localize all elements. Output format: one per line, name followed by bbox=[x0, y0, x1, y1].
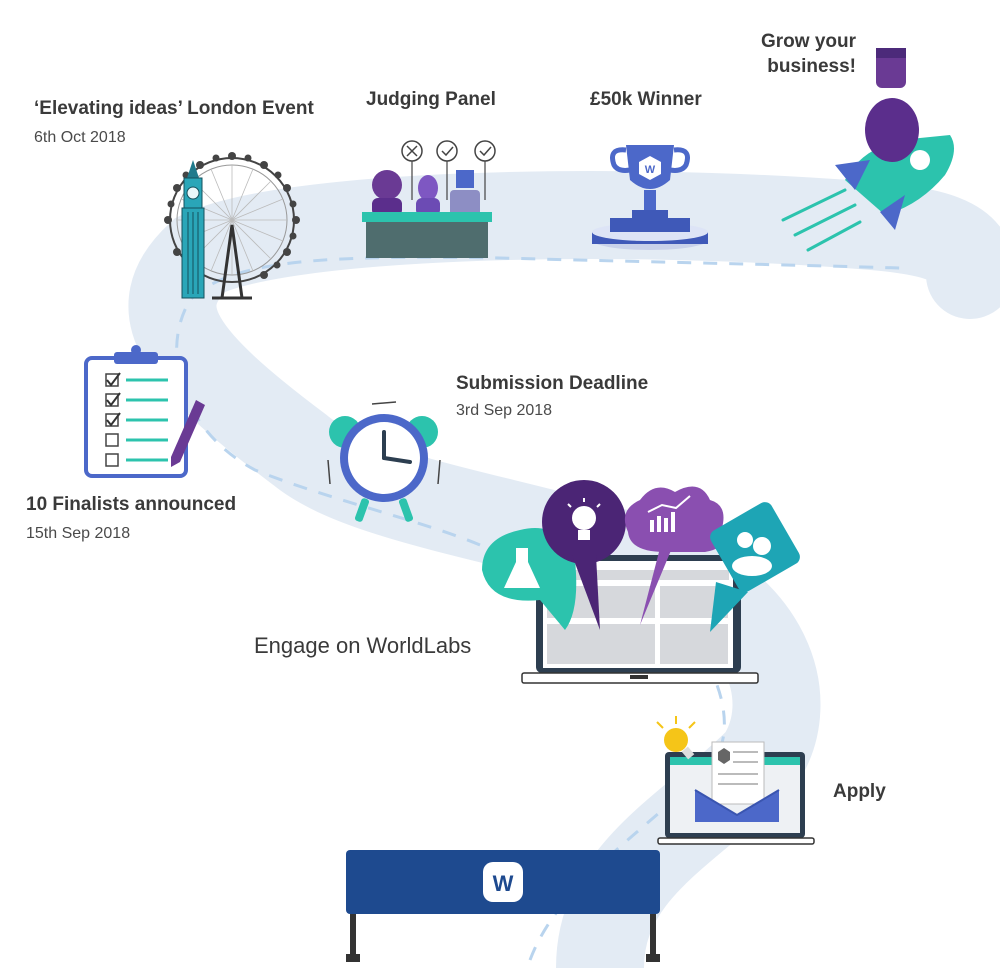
trophy-icon bbox=[592, 145, 708, 250]
checklist-icon bbox=[84, 345, 205, 478]
finish-banner-icon bbox=[346, 850, 660, 962]
grow-title-line2: business! bbox=[767, 56, 856, 77]
people-bubble-icon bbox=[710, 502, 800, 632]
deadline-title: Submission Deadline bbox=[456, 373, 649, 394]
trophy-logo-letter: W bbox=[645, 164, 656, 176]
lightbulb-bubble-icon bbox=[542, 480, 626, 630]
apply-title: Apply bbox=[833, 781, 886, 802]
judging-panel-title: Judging Panel bbox=[366, 89, 496, 110]
winner-title: £50k Winner bbox=[590, 89, 702, 110]
flask-bubble-icon bbox=[482, 528, 577, 630]
banner-logo-letter: W bbox=[493, 871, 514, 896]
grow-title-line1: Grow your bbox=[760, 31, 856, 52]
deadline-date: 3rd Sep 2018 bbox=[456, 402, 553, 419]
alarm-clock-icon bbox=[327, 401, 441, 522]
engage-title: Engage on WorldLabs bbox=[254, 633, 472, 658]
rocket-icon bbox=[781, 48, 954, 252]
finalists-date: 15th Sep 2018 bbox=[26, 525, 131, 542]
chart-cloud-icon bbox=[624, 486, 724, 625]
london-event-title: ‘Elevating ideas’ London Event bbox=[34, 98, 314, 119]
london-event-date: 6th Oct 2018 bbox=[34, 129, 126, 146]
judging-panel-icon bbox=[362, 140, 496, 258]
finalists-title: 10 Finalists announced bbox=[26, 494, 237, 515]
envelope-laptop-icon bbox=[656, 716, 815, 845]
big-ben-icon bbox=[181, 160, 205, 299]
